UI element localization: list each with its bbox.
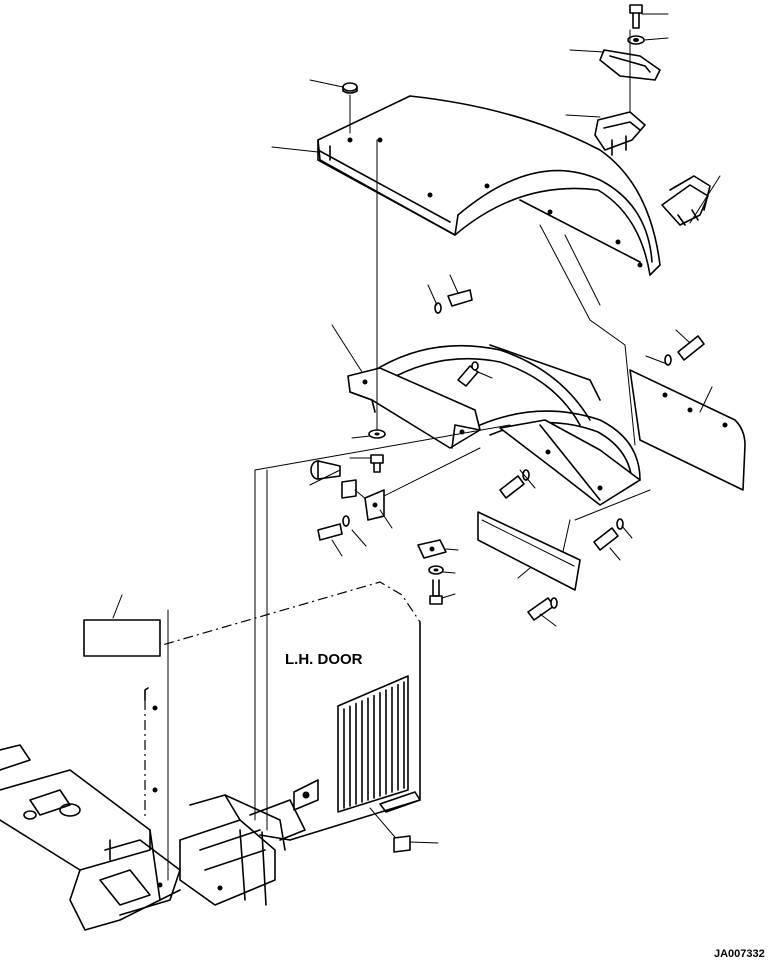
leader-line bbox=[271, 146, 319, 153]
machine-frame bbox=[0, 744, 306, 931]
label-plate-left bbox=[83, 594, 161, 657]
door-label: L.H. DOOR bbox=[285, 651, 363, 668]
bolt-middle-a bbox=[427, 274, 473, 314]
bolt-right-plate bbox=[645, 329, 705, 366]
clip-nut bbox=[417, 539, 459, 559]
washer-center bbox=[351, 429, 386, 439]
assembly-leader-lines bbox=[167, 139, 651, 881]
small-label bbox=[393, 835, 439, 853]
washer-top bbox=[627, 35, 669, 45]
door-lock-icon bbox=[293, 779, 319, 811]
bolt-right-lower-a bbox=[499, 469, 536, 499]
washer-lower bbox=[428, 565, 456, 575]
top-fender-cover bbox=[317, 95, 661, 276]
cap-plug bbox=[309, 79, 358, 134]
bolt-middle-b bbox=[457, 361, 493, 387]
bolt-angled-plate bbox=[527, 597, 558, 627]
rubber-bumper bbox=[309, 460, 341, 486]
reference-code: JA007332 bbox=[714, 948, 765, 960]
u-clamp bbox=[661, 175, 721, 226]
middle-fender-bracket bbox=[331, 324, 641, 506]
bolt-lower bbox=[429, 579, 456, 605]
bolt-left-center bbox=[317, 515, 367, 557]
small-bracket bbox=[364, 489, 393, 529]
rubber-pad bbox=[569, 49, 661, 81]
door-handle bbox=[379, 791, 421, 813]
bolt-center bbox=[349, 454, 384, 473]
bolt-right-lower-b bbox=[593, 518, 633, 561]
right-cover-plate bbox=[629, 369, 746, 491]
angled-plate bbox=[477, 511, 581, 591]
lh-door-panel bbox=[144, 581, 421, 844]
door-louver-grille bbox=[337, 675, 409, 813]
bolt-top bbox=[629, 4, 669, 29]
